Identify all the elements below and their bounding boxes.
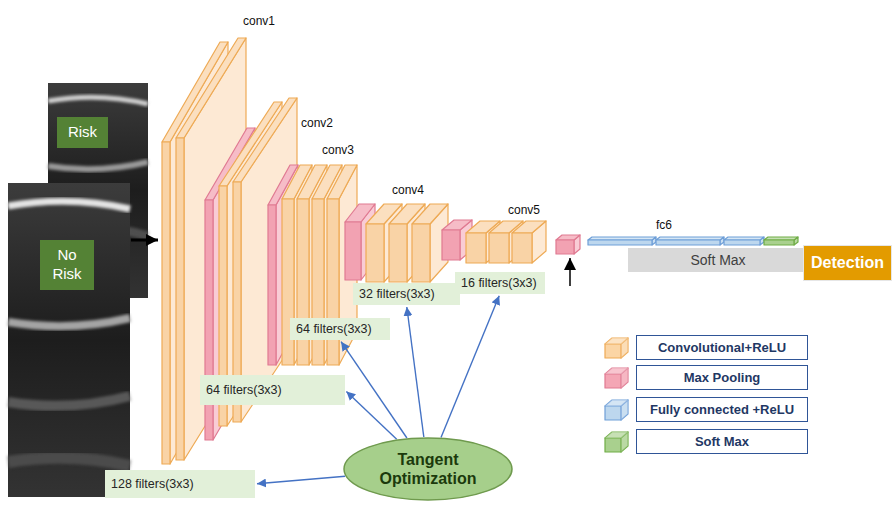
legend-box: Soft Max — [636, 429, 808, 454]
conv-relu-block — [176, 38, 246, 138]
node-text: Tangent Optimization — [372, 450, 484, 488]
pointer-arrow — [569, 258, 571, 286]
vessel-wall — [48, 97, 148, 104]
conv-relu-block — [489, 233, 509, 263]
max-pool-block — [442, 220, 472, 230]
softmax-bar — [764, 240, 794, 245]
ellipse-outline — [343, 437, 513, 501]
filter-count-box: 32 filters(3x3) — [353, 283, 460, 305]
optimization-arrow — [341, 342, 407, 438]
conv-relu-block — [176, 138, 184, 460]
softmax-band: Soft Max — [628, 248, 808, 272]
conv-relu-block — [412, 224, 430, 282]
node-text: Detection — [811, 254, 884, 272]
layer-name: conv5 — [508, 203, 540, 217]
legend-swatch — [602, 335, 632, 361]
optimizer-ellipse: Tangent Optimization — [343, 437, 513, 501]
max-pool-block — [556, 240, 574, 254]
layer-name: fc6 — [656, 218, 672, 232]
legend-cube-face — [605, 406, 621, 420]
node-text: No Risk — [44, 246, 90, 284]
conv-relu-block — [241, 98, 297, 422]
max-pool-block — [556, 235, 580, 240]
legend-cube — [602, 335, 632, 361]
optimization-arrow — [441, 296, 499, 438]
legend-text: Fully connected +ReLU — [650, 402, 794, 417]
optimization-arrow — [346, 391, 396, 439]
layer-name: conv3 — [322, 143, 354, 157]
legend-cube-shade — [621, 338, 628, 358]
max-pool-block — [345, 222, 361, 280]
output-box: Detection — [803, 245, 892, 281]
node-text: 64 filters(3x3) — [206, 383, 282, 397]
legend-cube — [602, 397, 632, 423]
ultrasound-image — [8, 183, 130, 497]
legend-cube-face — [605, 344, 621, 358]
vessel-wall — [48, 162, 148, 169]
legend-box: Max Pooling — [636, 365, 808, 390]
optimization-arrow — [407, 307, 424, 437]
filter-count-box: 64 filters(3x3) — [290, 318, 390, 340]
legend-cube-shade — [621, 400, 628, 420]
class-tag: No Risk — [40, 240, 94, 290]
conv-relu-block — [162, 142, 170, 464]
conv-relu-block — [366, 224, 384, 282]
legend-cube-shade — [621, 368, 628, 388]
conv-relu-block — [512, 221, 546, 233]
tissue-band — [8, 458, 130, 466]
legend-swatch — [602, 397, 632, 423]
conv-relu-block — [297, 199, 309, 365]
conv-relu-block — [282, 199, 294, 365]
legend-swatch — [602, 429, 632, 455]
filter-count-box: 128 filters(3x3) — [105, 470, 255, 498]
conv-relu-block — [512, 233, 532, 263]
filter-count-box: 64 filters(3x3) — [200, 375, 345, 405]
legend-box: Fully connected +ReLU — [636, 397, 808, 422]
legend-cube-face — [605, 374, 621, 388]
conv-relu-block — [327, 165, 357, 199]
optimization-arrow — [257, 476, 345, 484]
conv-relu-block — [412, 204, 448, 224]
ultrasound-front — [8, 183, 130, 497]
legend-cube-shade — [621, 432, 628, 452]
ellipse-shape — [344, 438, 512, 500]
conv-relu-block — [327, 199, 339, 365]
class-tag: Risk — [57, 117, 108, 148]
legend-cube — [602, 365, 632, 391]
layer-name: conv1 — [243, 14, 275, 28]
node-text: 64 filters(3x3) — [296, 322, 372, 336]
fully-connected-bar — [656, 240, 720, 245]
legend-swatch — [602, 365, 632, 391]
legend-cube-face — [605, 438, 621, 452]
vessel-wall — [8, 201, 130, 209]
input-arrow — [131, 239, 158, 242]
conv-relu-block — [466, 233, 486, 263]
legend-cube — [602, 429, 632, 455]
node-text: 128 filters(3x3) — [111, 477, 194, 491]
legend-box: Convolutional+ReLU — [636, 335, 808, 360]
node-text: 32 filters(3x3) — [359, 287, 435, 301]
fully-connected-bar — [724, 240, 760, 245]
max-pool-block — [442, 230, 460, 260]
fully-connected-bar — [588, 240, 652, 245]
conv-relu-block — [312, 199, 324, 365]
legend-text: Max Pooling — [684, 370, 761, 385]
max-pool-block — [268, 205, 276, 365]
vessel-wall — [8, 318, 130, 326]
tissue-band — [8, 396, 130, 406]
filter-count-box: 16 filters(3x3) — [455, 272, 545, 294]
layer-name: conv4 — [392, 183, 424, 197]
node-text: Soft Max — [690, 252, 745, 268]
conv-relu-block — [389, 224, 407, 282]
node-text: Risk — [68, 123, 97, 142]
legend-text: Convolutional+ReLU — [658, 340, 786, 355]
node-text: 16 filters(3x3) — [461, 276, 537, 290]
layer-name: conv2 — [301, 116, 333, 130]
legend-text: Soft Max — [695, 434, 749, 449]
